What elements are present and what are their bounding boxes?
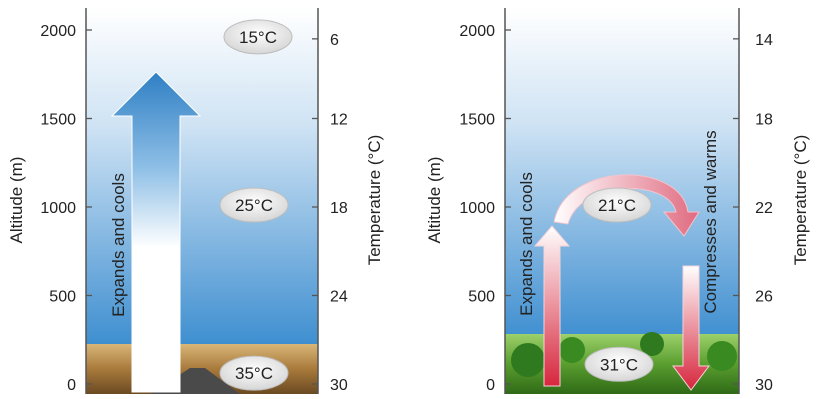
temperature-bubble-label: 35°C	[235, 364, 273, 383]
temperature-bubble: 31°C	[584, 346, 654, 382]
left-temperature-axis-label: Temperature (°C)	[365, 135, 384, 266]
altitude-tick-label: 1000	[459, 200, 495, 217]
tree	[707, 341, 737, 371]
right-rising-arrow-label: Expands and cools	[517, 172, 536, 316]
left-rising-arrow-label: Expands and cools	[109, 173, 128, 317]
altitude-tick-label: 1500	[459, 112, 495, 129]
temperature-bubble-label: 21°C	[598, 196, 636, 215]
temperature-tick-label: 30	[755, 377, 773, 394]
temperature-tick-label: 30	[330, 377, 348, 394]
right-temperature-axis-label: Temperature (°C)	[791, 135, 810, 266]
altitude-tick-label: 0	[486, 377, 495, 394]
temperature-bubble: 35°C	[219, 355, 289, 391]
altitude-tick-label: 500	[49, 289, 76, 306]
tree	[640, 332, 664, 356]
temperature-bubble: 15°C	[223, 19, 293, 55]
temperature-tick-label: 14	[755, 32, 773, 49]
temperature-tick-label: 12	[330, 112, 348, 129]
temperature-bubble: 25°C	[219, 187, 289, 223]
temperature-tick-label: 26	[755, 289, 773, 306]
temperature-tick-label: 18	[755, 112, 773, 129]
altitude-tick-label: 2000	[459, 23, 495, 40]
temperature-bubble: 21°C	[582, 187, 652, 223]
altitude-tick-label: 2000	[40, 23, 76, 40]
tree	[511, 343, 545, 377]
altitude-tick-label: 1500	[40, 112, 76, 129]
temperature-tick-label: 18	[330, 200, 348, 217]
temperature-bubble-label: 31°C	[600, 355, 638, 374]
temperature-tick-label: 22	[755, 200, 773, 217]
left-sky-background	[86, 8, 318, 344]
temperature-bubble-label: 15°C	[239, 28, 277, 47]
right-sinking-air-arrow	[672, 265, 710, 391]
left-rising-air-arrow	[110, 71, 202, 393]
tree	[559, 337, 585, 363]
altitude-tick-label: 0	[67, 377, 76, 394]
left-altitude-axis-label: Altitude (m)	[7, 157, 26, 244]
right-altitude-axis-label: Altitude (m)	[425, 157, 444, 244]
temperature-tick-label: 24	[330, 289, 348, 306]
right-rising-air-arrow	[533, 225, 571, 387]
altitude-tick-label: 1000	[40, 200, 76, 217]
temperature-bubble-label: 25°C	[235, 196, 273, 215]
altitude-tick-label: 500	[468, 289, 495, 306]
right-sinking-arrow-label: Compresses and warms	[701, 130, 720, 313]
temperature-tick-label: 6	[330, 32, 339, 49]
right-panel: 2000 1500 1000 500 0 14 18 22 26 30 Altitude (m)…	[425, 8, 810, 394]
